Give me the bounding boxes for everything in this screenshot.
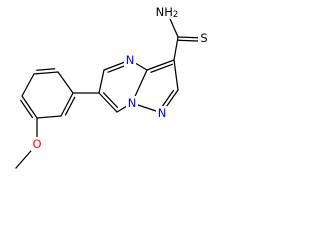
bond-c3-c2	[173, 59, 179, 91]
bond-b4-b5	[21, 95, 38, 119]
atom-label-pyrazole-n: N	[156, 106, 168, 120]
bond-b1-b2	[57, 71, 74, 94]
bond-b2-b3	[33, 71, 59, 75]
atom-label-amide-nh2: NH2	[156, 4, 181, 20]
bond-b5-b6	[36, 115, 62, 119]
bond-b6-b1	[60, 92, 74, 117]
atom-o: O	[32, 137, 41, 151]
bond-c6-c7-inner	[102, 92, 119, 109]
bond-c2-n1-inner	[160, 89, 175, 110]
atom-label-oxygen: O	[31, 137, 43, 151]
atom-label-bridgehead-n: N	[126, 96, 138, 110]
atom-n-pyrimidine: N	[126, 53, 135, 67]
bond-b3-b4	[21, 73, 35, 97]
bond-c3a-c3	[146, 59, 175, 71]
chemical-structure: NH2 S N N N O	[15, 4, 210, 169]
atom-label-pyrimidine-n: N	[124, 53, 136, 67]
bond-b4-b5-inner	[20, 99, 34, 119]
bond-c3a-c3-inner	[150, 63, 174, 73]
bond-c3-cthio	[173, 36, 179, 61]
bond-lines	[15, 11, 205, 169]
bond-b6-b1-inner	[64, 96, 76, 116]
atom-label-sulfur: S	[198, 31, 210, 45]
atom-n-bridge: N	[128, 96, 137, 110]
atom-s: S	[200, 31, 207, 45]
atom-labels: NH2 S N N N O	[31, 4, 210, 151]
atom-amide-n: NH2	[156, 5, 179, 20]
bond-c5-c6	[98, 69, 105, 94]
bond-b2-b3-inner	[36, 68, 56, 71]
atom-n-pyrazole: N	[158, 106, 167, 120]
bond-c6-c7	[98, 92, 118, 113]
